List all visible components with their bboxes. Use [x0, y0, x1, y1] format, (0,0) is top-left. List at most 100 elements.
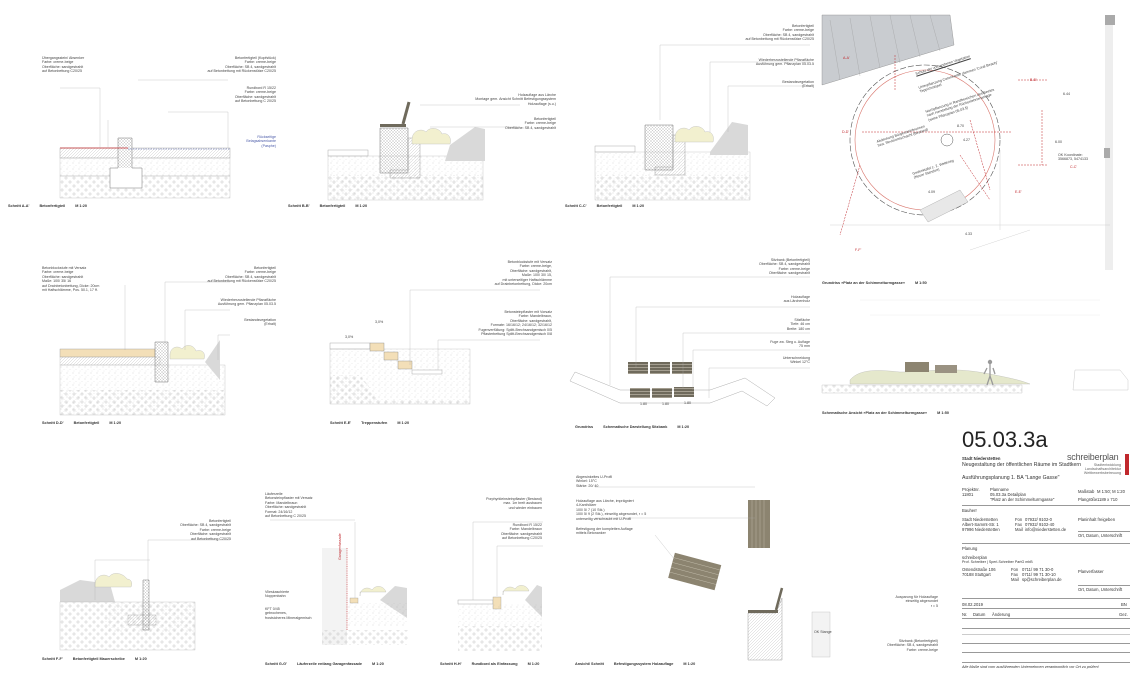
- project-no: 11801: [962, 492, 974, 497]
- approval-label: Planinhalt freigeben: [1078, 517, 1116, 522]
- caption-title: Grundriss »Platz an der Schimmelturmgass…: [822, 281, 905, 285]
- note-aa-precast: Betonfertigteil (Kopfstück) Farbe: creme…: [207, 56, 276, 74]
- caption-subject: Rundbord als Einfassung: [471, 662, 518, 666]
- size-value: 1189 x 710: [1097, 497, 1118, 502]
- signature-line: [1078, 531, 1130, 532]
- section-marker-cc: C-C': [1070, 165, 1078, 169]
- rev-header-nr: Nr.: [962, 612, 968, 617]
- caption-title: Schnitt E-E': [330, 421, 352, 425]
- divider: [962, 543, 1130, 544]
- note-bb-wood: Holzauflage aus Lärche Montage gem. Ansi…: [475, 93, 556, 106]
- caption-scale: M 1:20: [134, 657, 147, 661]
- note-bench-wood: Holzauflage aus Lärchenholz: [783, 295, 810, 304]
- caption-subject: Treppenstufen: [361, 421, 388, 425]
- note-fix-anchor: Befestigung der kompletten Auflage mitte…: [576, 527, 633, 536]
- caption-title: Schematische Ansicht »Platz an der Schim…: [822, 411, 928, 415]
- note-gg-gravel: KFT 0/45 gebrochenes, frostsicheres Mine…: [265, 607, 312, 620]
- logo-red-bar: [1125, 454, 1129, 475]
- caption-title: Schnitt D-D': [42, 421, 64, 425]
- revision-row-line: [962, 643, 1130, 644]
- revision-row-line: [962, 662, 1130, 663]
- note-gg-membrane: Vlieskaschierte Noppenbahn: [265, 590, 290, 599]
- caption-scale: M 1:20: [397, 421, 410, 425]
- caption-scale: M 1:20: [632, 204, 645, 208]
- caption-subject: Betonfertigteil: [73, 421, 100, 425]
- dim-bench-2: 1.80: [662, 402, 669, 406]
- note-dd-precast: Betonfertigteil Farbe: creme-beige Oberf…: [207, 266, 276, 284]
- caption-scale: M 1:20: [683, 662, 696, 666]
- note-bench-seat: Sitzbank (Betonfertigteil) Oberfläche: S…: [759, 258, 810, 276]
- schreiberplan-logo: schreiberplan: [1067, 452, 1119, 462]
- caption-scale: M 1:20: [372, 662, 384, 666]
- note-bench-joint: Fuge zw. Steg u. Auflage 75 mm: [770, 340, 810, 349]
- sheet-number: 05.03.3a: [962, 427, 1048, 452]
- caption-section-gg: Schnitt G-G'Läuferzeile entlang Garagenf…: [265, 662, 394, 666]
- site-plan-drawing: [821, 14, 1115, 270]
- caption-section-hh: Schnitt H-H' Rundbord als Einfassung M 1:2…: [440, 662, 549, 666]
- dim-bench-3: 1.80: [684, 401, 691, 405]
- logo-subtitle: Stadtentwicklung Landschaftsarchitektur …: [1083, 463, 1121, 476]
- fixing-system-drawing: [595, 486, 831, 661]
- dim-plan-600: 6.00: [1055, 140, 1062, 144]
- revision-row-line: [962, 652, 1130, 653]
- caption-scale: M 1:20: [527, 662, 540, 666]
- client-name: Stadt Niederstetten: [962, 456, 1001, 461]
- note-dd-vegetation: Bestandsvegetation (Erhalt): [244, 318, 276, 327]
- caption-scale: M 1:50: [937, 411, 949, 415]
- author-label: Planverfasser: [1078, 569, 1104, 574]
- scale-label: Maßstab: [1078, 489, 1095, 494]
- note-fix-recess: Ausparung für Holzauflage einseitig abge…: [895, 595, 938, 608]
- note-aa-curb: Rundbord R 15/22 Farbe: creme-beige Ober…: [234, 86, 276, 104]
- section-marker-dd: D-D': [842, 130, 850, 134]
- section-marker-ee: E-E': [1015, 190, 1022, 194]
- note-ff-precast: Betonfertigteil Oberfläche: SB 4, sandge…: [180, 519, 231, 541]
- project-no-label: Projektnr.: [962, 487, 980, 492]
- note-dd-block-step: Betonblockstufe mit Versatz Farbe: creme…: [42, 266, 100, 293]
- caption-title: Grundriss: [575, 425, 594, 429]
- caption-scale: M 1:20: [355, 204, 368, 208]
- section-hh-drawing: [457, 521, 543, 651]
- planner-name: schreiberplan: [962, 555, 988, 560]
- dim-plan-870: 8.70: [957, 124, 964, 128]
- divider: [962, 608, 1130, 609]
- rev-header-initials: Gez.: [1119, 612, 1128, 617]
- caption-subject: Läuferzeile entlang Garagenfassade: [297, 662, 362, 666]
- caption-title: Schnitt B-B': [288, 204, 310, 208]
- note-dd-planting: Wiederherzustellende Pflanzfläche Ausfüh…: [217, 298, 276, 307]
- caption-title: Schnitt H-H': [440, 662, 462, 666]
- note-cc-precast: Betonfertigteil Farbe: creme-beige Oberf…: [745, 24, 814, 42]
- section-bb-drawing: [327, 101, 520, 201]
- disclaimer: Alle Maße sind vom ausführenden Unterneh…: [962, 665, 1099, 669]
- caption-site-plan: Grundriss »Platz an der Schimmelturmgass…: [822, 281, 937, 285]
- owner-address: Stadt Niederstetten Albert-Sammt-Str. 1 …: [962, 517, 1000, 533]
- bench-plan-drawing: [569, 276, 810, 407]
- schematic-view-drawing: [821, 299, 1129, 394]
- note-aa-edge: Rückseitige Belagsabsenkante (Pasphe): [246, 135, 276, 148]
- caption-scale: M 1:20: [75, 204, 88, 208]
- note-bb-precast: Betonfertigteil Farbe: creme-beige Oberf…: [505, 117, 556, 130]
- signature-label-planner: Ort, Datum, Unterschrift: [1078, 587, 1123, 592]
- caption-title: Ansicht/ Schnitt: [575, 662, 604, 666]
- dim-plan-644: 6.44: [1063, 92, 1070, 96]
- project-phase: Ausführungsplanung 1. BA "Lange Gasse": [962, 475, 1060, 481]
- planner-contact: 0711/ 99 71 30-0 0711/ 99 71 30-10 sp@sc…: [1022, 567, 1062, 583]
- section-marker-bb: B-B': [1030, 78, 1037, 82]
- plan-date: 08.02.2019: [962, 602, 983, 607]
- revision-row-line: [962, 628, 1130, 629]
- caption-schematic-view: Schematische Ansicht »Platz an der Schim…: [822, 411, 959, 415]
- note-aa-transition-stone: Übergangsstein/ Absenker Farbe: creme-be…: [42, 56, 85, 74]
- signature-line: [1078, 585, 1130, 586]
- planning-label: Planung: [962, 546, 978, 551]
- caption-section-ff: Schnitt F-F'Betonfertigteil Mauerscheibe…: [42, 657, 157, 661]
- caption-title: Schnitt A-A': [8, 204, 30, 208]
- note-fix-wood: Holzauflage aus Lärche, imprägniert 4-Ka…: [576, 499, 647, 521]
- label-ok-stange: OK Stange: [814, 630, 832, 634]
- divider: [962, 598, 1130, 599]
- caption-scale: M 1:20: [677, 425, 690, 429]
